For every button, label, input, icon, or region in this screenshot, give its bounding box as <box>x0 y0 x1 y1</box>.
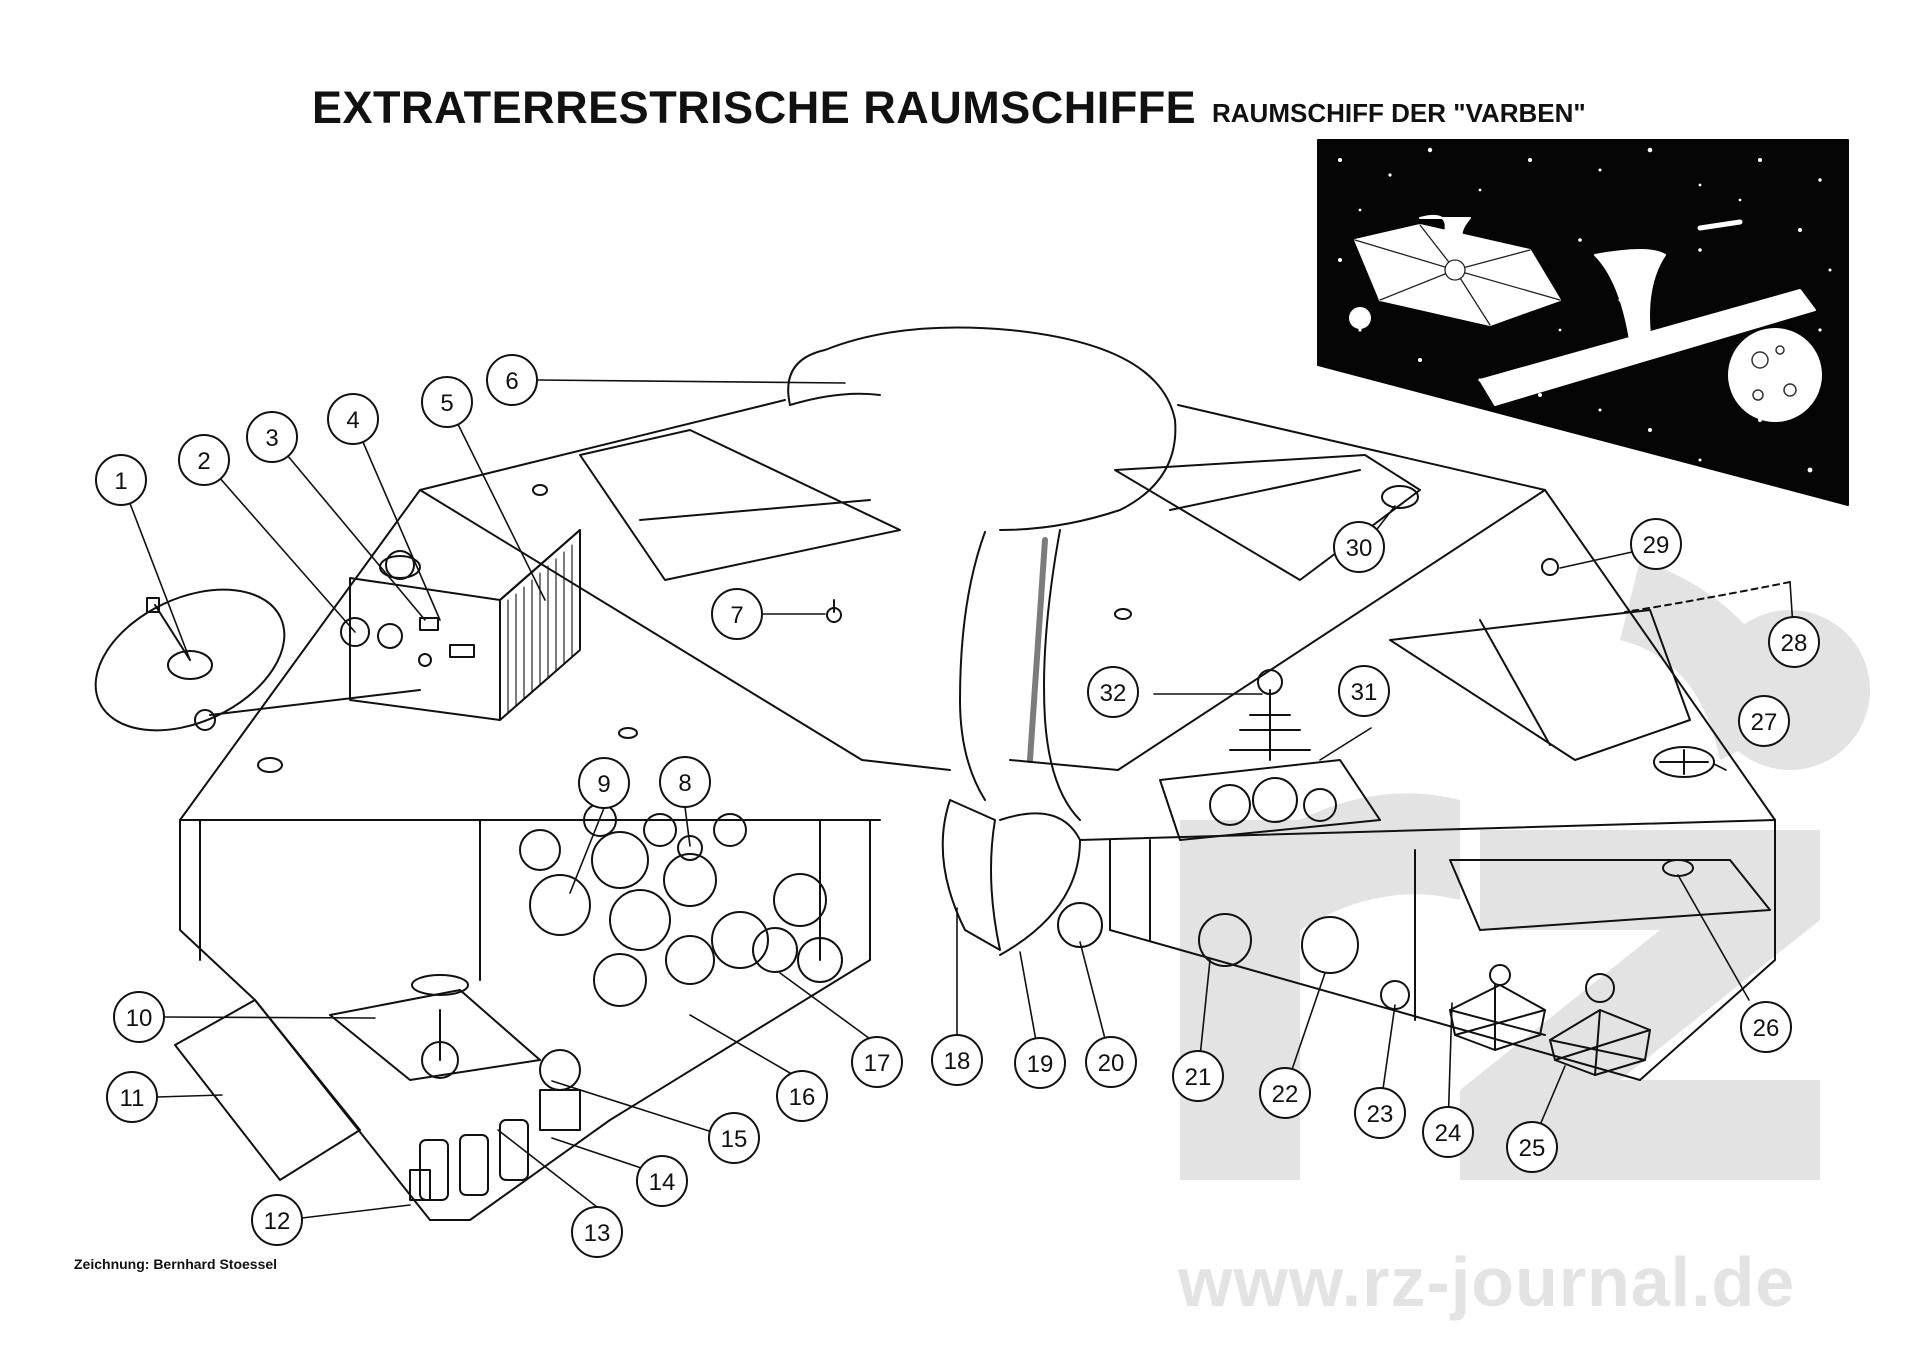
callout-27: 27 <box>1738 695 1790 747</box>
callout-16: 16 <box>776 1070 828 1122</box>
callout-15-label: 15 <box>721 1126 748 1153</box>
callout-10-label: 10 <box>126 1005 153 1032</box>
callout-20: 20 <box>1085 1036 1137 1088</box>
callout-6: 6 <box>486 354 538 406</box>
callout-16-label: 16 <box>789 1084 816 1111</box>
callout-32: 32 <box>1087 666 1139 718</box>
callout-11-label: 11 <box>120 1085 145 1112</box>
callout-23: 23 <box>1354 1087 1406 1139</box>
callout-2: 2 <box>178 434 230 486</box>
callout-27-label: 27 <box>1751 709 1778 736</box>
space-scene-inset <box>1317 139 1849 506</box>
callout-26-label: 26 <box>1753 1015 1780 1042</box>
callout-12: 12 <box>251 1194 303 1246</box>
sphere-tank-bank <box>519 803 843 1007</box>
callout-30-label: 30 <box>1346 535 1373 562</box>
callout-24: 24 <box>1422 1106 1474 1158</box>
callout-17-label: 17 <box>864 1050 891 1077</box>
callout-17: 17 <box>851 1036 903 1088</box>
callout-9: 9 <box>578 757 630 809</box>
callout-31: 31 <box>1338 665 1390 717</box>
callout-21: 21 <box>1172 1050 1224 1102</box>
callout-18-label: 18 <box>944 1048 971 1075</box>
callout-11: 11 <box>106 1071 158 1123</box>
ship-hull-outline <box>174 399 1776 1221</box>
callout-6-label: 6 <box>505 368 518 395</box>
callout-9-label: 9 <box>597 771 610 798</box>
page-title: EXTRATERRESTRISCHE RAUMSCHIFFE <box>312 82 1197 133</box>
page-subtitle: RAUMSCHIFF DER "VARBEN" <box>1212 98 1586 128</box>
callout-28: 28 <box>1768 616 1820 668</box>
callout-8: 8 <box>659 756 711 808</box>
callout-29-label: 29 <box>1643 532 1670 559</box>
callout-3-label: 3 <box>265 425 278 452</box>
callout-20-label: 20 <box>1098 1050 1125 1077</box>
drawing-credit: Zeichnung: Bernhard Stoessel <box>74 1256 278 1272</box>
callout-26: 26 <box>1740 1001 1792 1053</box>
callout-4: 4 <box>327 393 379 445</box>
callout-23-label: 23 <box>1367 1101 1394 1128</box>
callout-1-label: 1 <box>114 468 127 495</box>
control-room-module <box>340 529 581 721</box>
callout-15: 15 <box>708 1112 760 1164</box>
callout-14-label: 14 <box>649 1169 676 1196</box>
callout-18: 18 <box>931 1034 983 1086</box>
leader-lines <box>120 379 1795 1219</box>
central-mast <box>787 326 1177 956</box>
callout-24-label: 24 <box>1435 1120 1462 1147</box>
callout-19: 19 <box>1014 1037 1066 1089</box>
callout-markers: 1 2 3 4 5 6 7 8 9 10 11 12 13 14 15 16 1… <box>95 354 1820 1258</box>
callout-25: 25 <box>1506 1121 1558 1173</box>
callout-29: 29 <box>1630 518 1682 570</box>
callout-25-label: 25 <box>1519 1135 1546 1162</box>
callout-28-label: 28 <box>1781 630 1808 657</box>
callout-5: 5 <box>421 376 473 428</box>
callout-14: 14 <box>636 1155 688 1207</box>
callout-31-label: 31 <box>1351 679 1378 706</box>
callout-7-label: 7 <box>730 602 743 629</box>
callout-1: 1 <box>95 454 147 506</box>
callout-10: 10 <box>113 991 165 1043</box>
callout-12-label: 12 <box>264 1208 291 1235</box>
callout-22: 22 <box>1259 1067 1311 1119</box>
callout-13-label: 13 <box>584 1220 611 1247</box>
callout-21-label: 21 <box>1185 1064 1212 1091</box>
callout-3: 3 <box>246 411 298 463</box>
left-lower-bay <box>329 974 581 1201</box>
callout-19-label: 19 <box>1027 1051 1054 1078</box>
watermark-url: www.rz-journal.de <box>1178 1243 1796 1321</box>
callout-5-label: 5 <box>440 390 453 417</box>
callout-30: 30 <box>1333 521 1385 573</box>
callout-2-label: 2 <box>197 448 210 475</box>
dish-antenna <box>94 588 421 732</box>
callout-7: 7 <box>711 588 763 640</box>
callout-8-label: 8 <box>678 770 691 797</box>
callout-4-label: 4 <box>346 407 359 434</box>
callout-13: 13 <box>571 1206 623 1258</box>
callout-32-label: 32 <box>1100 680 1127 707</box>
callout-22-label: 22 <box>1272 1081 1299 1108</box>
right-engine-bay <box>257 484 1791 1076</box>
